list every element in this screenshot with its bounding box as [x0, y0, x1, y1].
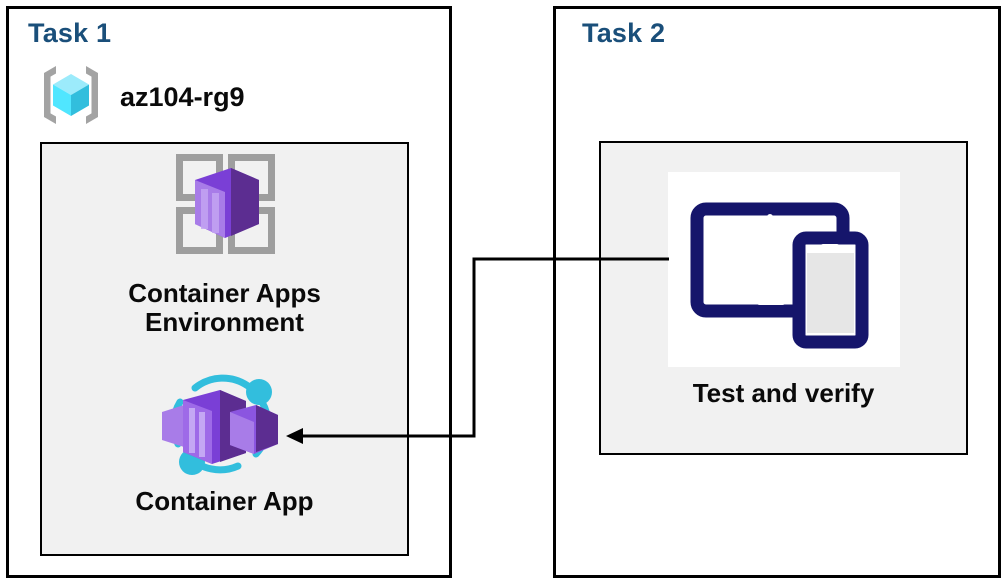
task-2-title: Task 2	[582, 18, 666, 48]
node-container-app[interactable]: Container App	[40, 374, 409, 516]
container-apps-environment-label: Container Apps Environment	[128, 278, 321, 338]
resource-group-row: az104-rg9	[36, 60, 245, 135]
task-1-title: Task 1	[28, 18, 112, 48]
test-and-verify-devices-icon	[667, 172, 900, 367]
node-test-and-verify[interactable]: Test and verify	[599, 172, 968, 408]
container-apps-environment-icon	[163, 152, 287, 275]
node-container-apps-environment[interactable]: Container Apps Environment	[40, 152, 409, 338]
test-and-verify-label: Test and verify	[692, 378, 875, 408]
container-app-icon	[150, 374, 300, 483]
resource-group-icon	[36, 60, 106, 135]
container-app-label: Container App	[135, 486, 314, 516]
resource-group-label: az104-rg9	[120, 82, 245, 112]
